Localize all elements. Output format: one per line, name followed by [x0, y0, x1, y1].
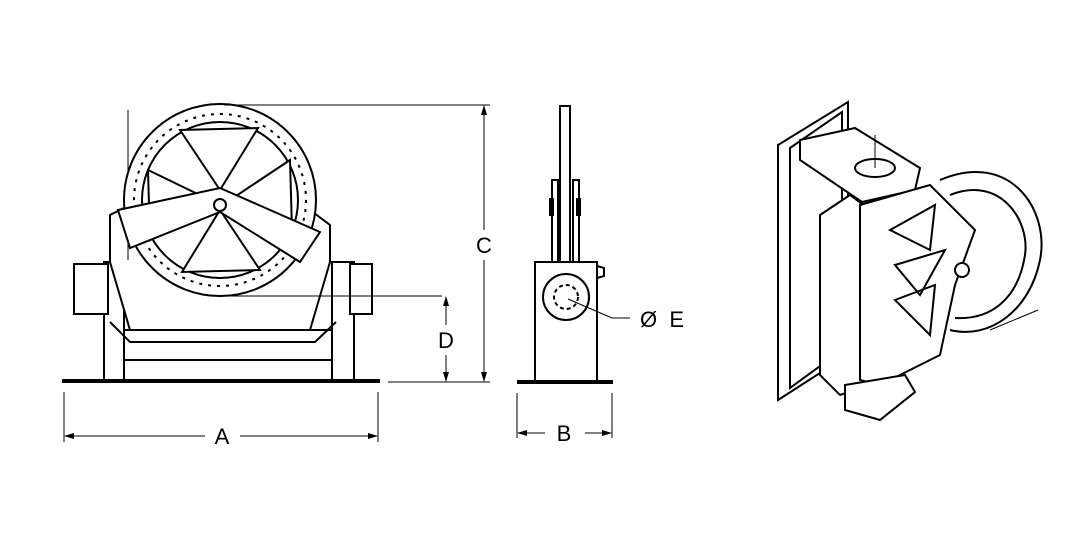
dimension-label-a: A — [215, 424, 230, 449]
dimension-label-b: B — [557, 421, 572, 446]
dimension-label-e: Ø E — [640, 307, 684, 332]
swing-arm — [116, 186, 322, 264]
iso-swing-arm — [859, 183, 977, 387]
iso-bottom-block — [844, 373, 917, 422]
isometric-view — [777, 100, 1043, 422]
leader-e — [567, 298, 613, 319]
dimension-d: D — [438, 296, 454, 382]
dimension-a: A — [63, 392, 379, 449]
dimension-label-d: D — [438, 328, 454, 353]
side-wheel-edge — [559, 105, 571, 263]
right-bearing — [349, 263, 373, 315]
cradle-bottom — [123, 329, 333, 361]
front-view — [62, 103, 442, 383]
dimension-b: B — [516, 393, 613, 446]
dimension-label-c: C — [476, 233, 492, 258]
iso-wheel — [939, 171, 1043, 333]
shaft-hub — [542, 273, 590, 321]
right-pedestal — [331, 261, 355, 381]
side-view: Ø E — [517, 105, 684, 384]
left-bearing — [73, 263, 109, 315]
dimension-c: C — [224, 104, 492, 383]
side-housing — [534, 261, 598, 382]
